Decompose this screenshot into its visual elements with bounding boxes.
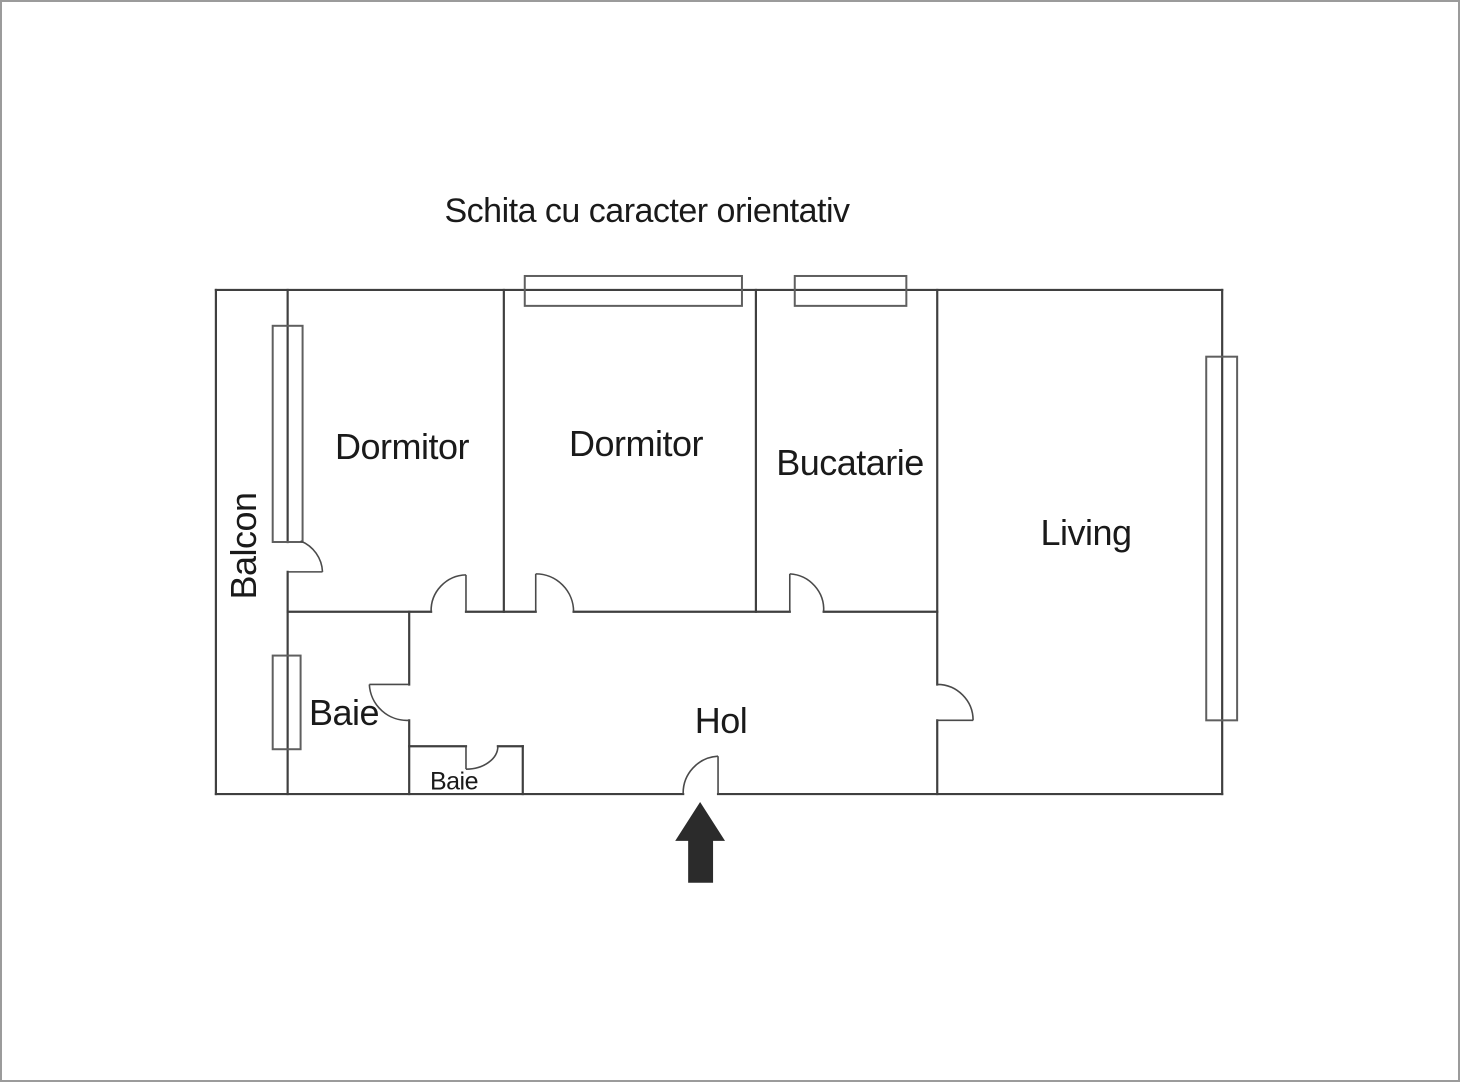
window-dormitor-2 — [523, 274, 743, 307]
window-balcon — [271, 324, 304, 543]
interior-walls — [286, 288, 939, 796]
exterior-walls — [214, 288, 1224, 796]
plan-title: Schita cu caracter orientativ — [444, 192, 850, 230]
door-dormitor-1 — [430, 574, 467, 612]
room-label-dormitor-1: Dormitor — [334, 426, 470, 467]
room-label-living: Living — [1040, 512, 1132, 553]
door-dormitor-2 — [534, 573, 575, 612]
room-label-hol: Hol — [694, 700, 748, 741]
room-label-bucatarie: Bucatarie — [776, 442, 924, 483]
room-label-balcon: Balcon — [223, 492, 264, 600]
room-label-dormitor-2: Dormitor — [568, 423, 704, 464]
window-baie-1 — [271, 654, 302, 751]
door-balcon — [287, 540, 324, 573]
room-label-baie-2: Baie — [429, 767, 479, 796]
door-baie-2 — [465, 746, 499, 770]
window-living — [1205, 355, 1239, 722]
entrance-arrow-up-icon — [675, 802, 726, 883]
doors — [287, 540, 974, 795]
door-bucatarie — [788, 573, 825, 612]
door-entrance — [682, 755, 719, 795]
room-label-baie-1: Baie — [308, 692, 380, 733]
windows — [271, 274, 1239, 751]
window-bucatarie — [793, 274, 908, 307]
door-baie-1 — [368, 683, 410, 722]
door-living — [937, 683, 974, 722]
